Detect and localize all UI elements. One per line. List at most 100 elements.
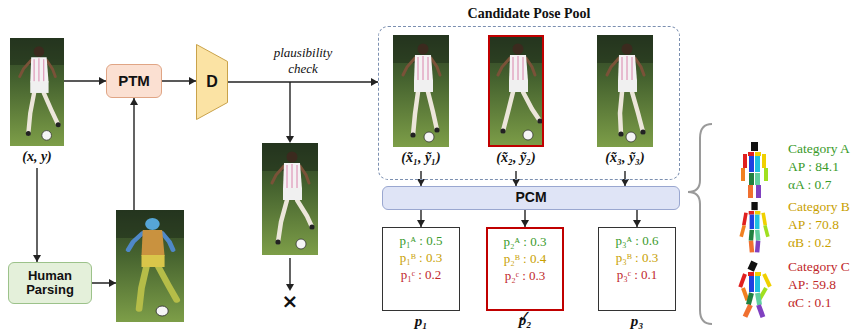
limb-segment (743, 154, 747, 168)
jersey-stripes (34, 58, 44, 82)
photo (393, 35, 449, 147)
limb-segment (755, 241, 761, 253)
photo-ground (10, 38, 64, 146)
arm (272, 166, 284, 183)
probability-line: p₃ᶜ : 0.1 (599, 266, 675, 283)
process-box: PCM (382, 186, 680, 210)
image-caption: (x̃₂, ỹ₂) (466, 147, 566, 169)
reject-line (289, 258, 290, 285)
image-node: (x̃₃, ỹ₃) (597, 35, 653, 171)
category-entry: Category BAP : 70.8αB : 0.2 (788, 198, 850, 252)
category-entry: Category CAP: 59.8αC : 0.1 (788, 258, 850, 312)
connector-arrow (512, 171, 520, 186)
image-caption: (x̃₃, ỹ₃) (575, 147, 675, 169)
jersey-stripes (513, 56, 523, 81)
leg (44, 93, 58, 125)
limb-segment (755, 211, 760, 215)
photo (10, 38, 64, 146)
arrow-head (109, 279, 116, 287)
shorts (618, 80, 637, 92)
arm-region (162, 233, 173, 250)
shoe (275, 239, 280, 244)
ball (424, 132, 434, 142)
connector-arrow (228, 78, 378, 86)
pool-group: Candidate Pose Pool(x̃₁, ỹ₁)(x̃₂, ỹ₂)(… (378, 26, 680, 180)
jersey (509, 55, 528, 81)
limb-segment (764, 168, 768, 181)
arm (403, 58, 415, 75)
probability-line: p₃ᴮ : 0.3 (599, 249, 675, 266)
connector-line (228, 81, 378, 82)
limb-segment (748, 185, 753, 198)
arrow-head (130, 98, 138, 105)
arm-region (128, 233, 143, 250)
connector-arrow (521, 210, 529, 227)
shoe (56, 122, 61, 127)
limb-segment (751, 142, 758, 151)
shorts (414, 80, 433, 92)
trapezoid-outline (197, 45, 228, 120)
connector-arrow (33, 168, 41, 262)
shorts (283, 188, 302, 200)
leg (632, 92, 643, 132)
category-line: AP : 70.8 (788, 216, 850, 234)
shorts-region (142, 255, 165, 267)
arrow-head (286, 136, 294, 143)
leg (620, 92, 622, 134)
jersey (30, 57, 48, 82)
group-heading: Candidate Pose Pool (379, 5, 679, 23)
probability-line: p₁ᶜ : 0.2 (383, 266, 459, 283)
shoe (640, 129, 645, 134)
shoe (500, 128, 505, 133)
branch-line (289, 82, 290, 137)
player-photo (597, 35, 653, 147)
ball (626, 132, 636, 142)
limb-segment (741, 168, 745, 181)
arm (47, 60, 56, 76)
limb-segment (755, 156, 760, 172)
connector-arrow (621, 171, 629, 186)
image-caption: (x̃₁, ỹ₁) (371, 147, 471, 169)
illustration-group (116, 142, 772, 322)
probability-line: p₂ᴮ : 0.4 (488, 250, 562, 267)
limb-segment (749, 211, 754, 215)
arm (526, 58, 535, 75)
photo-ground (488, 35, 544, 147)
shoe (434, 127, 439, 132)
arrow-head (521, 220, 529, 227)
player-photo (488, 35, 544, 147)
limb-segment (746, 292, 754, 305)
image-node: (x, y) (10, 38, 64, 168)
ball (156, 306, 168, 316)
arm (20, 60, 32, 76)
shoe (26, 131, 31, 136)
category-line: AP : 84.1 (788, 158, 850, 176)
leg (28, 93, 34, 134)
arm (607, 58, 619, 75)
arrow-head (189, 77, 196, 85)
head (622, 44, 633, 55)
ball (42, 131, 52, 141)
head (418, 44, 429, 55)
jersey (414, 55, 433, 81)
category-line: Category C (788, 258, 850, 276)
box-label: Human Parsing (13, 269, 87, 298)
limb-segment (761, 212, 767, 225)
category-line: AP: 59.8 (788, 276, 850, 294)
probability-line: p₂ᶜ : 0.3 (488, 267, 562, 284)
leg-region (159, 267, 177, 300)
limb-segment (763, 225, 770, 237)
arrow-head (512, 179, 520, 186)
category-line: Category B (788, 198, 850, 216)
limb-segment (749, 241, 755, 253)
category-brace (688, 124, 712, 324)
image-caption: (x, y) (0, 146, 87, 168)
probability-name: p₃ (599, 312, 675, 330)
jersey (618, 55, 637, 81)
probability-line: p₁ᴬ : 0.5 (383, 232, 459, 249)
player-photo (262, 143, 318, 255)
limb-segment (743, 304, 753, 318)
leg-region (139, 267, 146, 309)
connector-arrow (64, 77, 106, 85)
head (513, 44, 524, 55)
